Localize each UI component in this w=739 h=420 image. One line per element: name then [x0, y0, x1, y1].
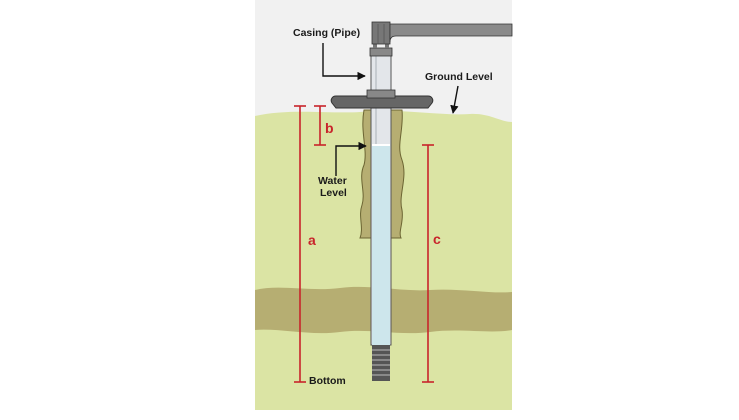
segment-c-marker: [422, 144, 434, 383]
water-level-label-line1: Water: [318, 175, 347, 187]
segment-a-marker: [294, 105, 306, 383]
pipe-elbow-icon: [369, 21, 513, 57]
well-screen-icon: [372, 345, 390, 381]
segment-a-label: a: [308, 232, 316, 248]
segment-b-label: b: [325, 120, 334, 136]
ground-level-arrow: [450, 85, 459, 114]
bottom-label: Bottom: [309, 375, 346, 387]
casing-label: Casing (Pipe): [293, 27, 360, 39]
casing-arrow: [322, 43, 366, 81]
collar-sleeve: [366, 89, 396, 99]
water-column: [372, 145, 390, 345]
water-level-arrow: [335, 141, 367, 176]
ground-level-label: Ground Level: [425, 71, 493, 83]
surface-collar: [330, 95, 434, 109]
segment-b-marker: [314, 105, 326, 146]
segment-c-label: c: [433, 231, 441, 247]
water-level-label-line2: Level: [320, 187, 347, 199]
